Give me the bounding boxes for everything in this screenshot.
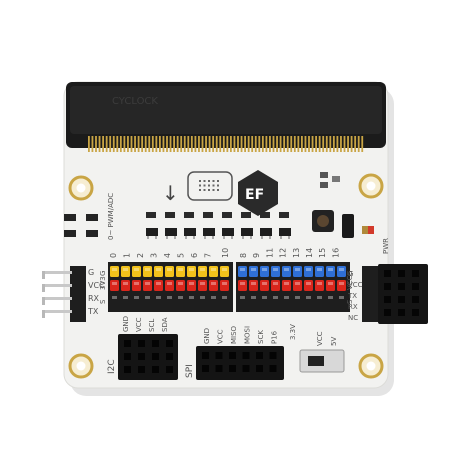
gpio-pin-number-extra: 10 xyxy=(221,248,230,258)
pwr-label: PWR xyxy=(382,238,390,254)
microbit-outline-icon xyxy=(187,171,233,201)
right-side-label: NC xyxy=(348,314,358,322)
edge-connector-text: CYCLOCK xyxy=(112,96,158,107)
i2c-section: I2C GND VCC SCL SDA xyxy=(107,316,178,380)
gpio-pin-number-right: 9 xyxy=(252,253,261,258)
gpio-row-label-right: VCC xyxy=(346,275,354,290)
gpio-pin-number-left: 4 xyxy=(163,253,172,258)
i2c-label: I2C xyxy=(107,359,117,374)
gpio-pin-number-right: 13 xyxy=(292,248,301,258)
voltage-switch: 3.3V VCC 5V xyxy=(289,324,345,373)
i2c-pin-label: SDA xyxy=(161,317,169,332)
gpio-row-label-left: S xyxy=(99,299,107,304)
left-uart-header xyxy=(42,266,86,322)
gpio-pin-number-left: 3 xyxy=(150,253,159,258)
edge-connector: CYCLOCK xyxy=(66,82,386,152)
right-side-label: VCC xyxy=(348,281,363,289)
smd-left-pair xyxy=(64,214,98,237)
switch-label: 5V xyxy=(330,337,338,346)
spi-pin-label: MISO xyxy=(230,325,238,344)
switch-slider xyxy=(308,356,324,366)
power-regulator-parts xyxy=(312,172,374,238)
smd-resistor-row xyxy=(146,212,291,239)
mounting-holes xyxy=(68,173,384,379)
spi-pin-label: MOSI xyxy=(244,326,252,344)
i2c-pin-label: SCL xyxy=(148,319,156,332)
spi-section: SPI GND VCC MISO MOSI SCK P16 xyxy=(185,325,284,380)
gpio-pin-number-left: 7 xyxy=(204,253,213,258)
spi-socket xyxy=(196,346,284,380)
gpio-row-label-right: G xyxy=(346,271,354,276)
left-side-label: VCC xyxy=(88,281,105,290)
spi-pin-label: GND xyxy=(203,328,211,344)
gpio-pin-number-right: 12 xyxy=(279,248,288,258)
gpio-pin-number-right: 14 xyxy=(305,248,314,258)
right-side-label: RX xyxy=(348,303,358,311)
gpio-pin-number-right: 16 xyxy=(331,248,340,258)
gpio-pin-number-right: 15 xyxy=(318,248,327,258)
switch-label: 3.3V xyxy=(289,324,297,340)
gpio-pin-headers xyxy=(108,262,350,312)
gpio-pin-number-left: 1 xyxy=(123,253,132,258)
i2c-pin-label: GND xyxy=(122,316,130,332)
left-side-label: G xyxy=(88,268,94,277)
spi-pin-label: VCC xyxy=(217,329,225,344)
right-side-label: TX xyxy=(347,292,357,300)
gpio-pin-number-left: 5 xyxy=(177,253,186,258)
gpio-pin-number-left: 0 xyxy=(109,253,118,258)
spi-pin-label: P16 xyxy=(271,330,279,344)
ef-logo-icon: EF xyxy=(238,170,278,216)
right-uart-header xyxy=(362,264,428,324)
i2c-socket xyxy=(118,334,178,380)
left-side-label: RX xyxy=(88,294,100,303)
capacitor xyxy=(342,214,354,238)
left-side-labels: G VCC RX TX xyxy=(87,268,105,316)
switch-label: VCC xyxy=(316,331,324,346)
edge-connector-gold-pins xyxy=(88,136,364,152)
gpio-pin-number-right: 8 xyxy=(239,253,248,258)
gpio-pin-number-right: 11 xyxy=(265,248,274,258)
spi-pin-label: SCK xyxy=(257,330,265,344)
left-group-label: 0~ PWM/ADC xyxy=(107,193,115,240)
gpio-pin-number-left: 2 xyxy=(136,253,145,258)
gpio-row-label-left: G xyxy=(99,271,107,276)
down-arrow-icon: ↓ xyxy=(162,181,179,205)
spi-label: SPI xyxy=(185,364,195,378)
right-side-label: G xyxy=(348,270,353,278)
left-side-label: TX xyxy=(87,307,99,316)
logo-text: EF xyxy=(245,187,264,203)
gpio-row-label-left: 3V3 xyxy=(99,276,107,290)
gpio-pin-number-left: 6 xyxy=(190,253,199,258)
gpio-row-label-right: S xyxy=(346,299,354,304)
i2c-pin-label: VCC xyxy=(135,317,143,332)
